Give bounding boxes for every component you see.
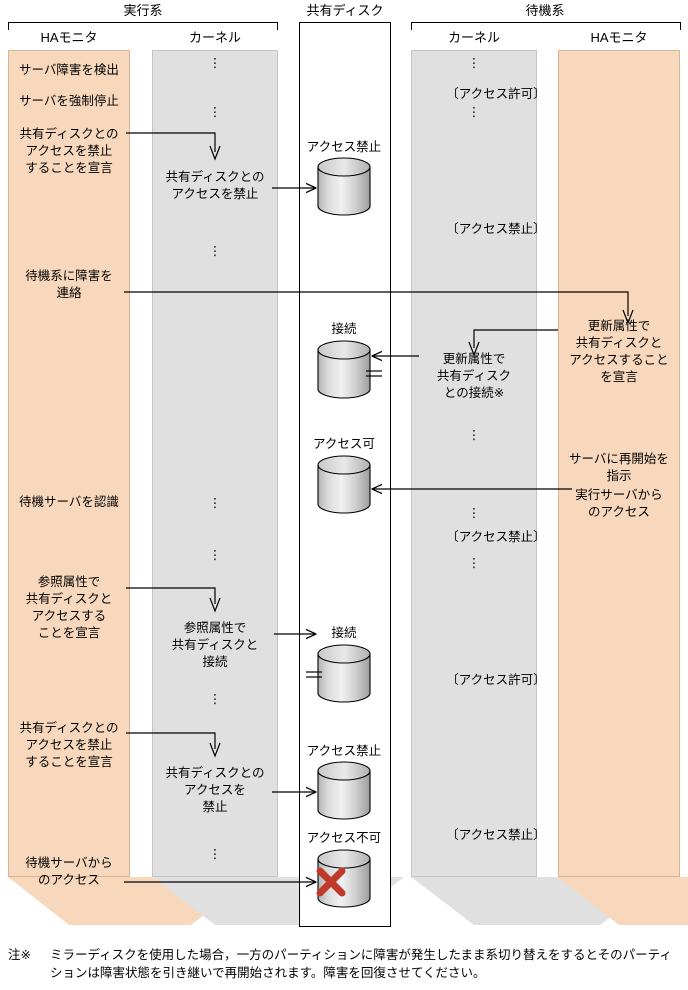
- footnote-text: ミラーディスクを使用した場合，一方のパーティションに障害が発生したまま系切り替え…: [50, 948, 672, 980]
- disk-label-access-forbidden-1: アクセス禁止: [306, 140, 382, 154]
- state-active-access-permitted-2: 〔アクセス許可〕: [446, 673, 546, 687]
- state-active-access-permitted-1: 〔アクセス許可〕: [446, 87, 546, 101]
- step-declare-update-attribute-access: 更新属性で 共有ディスクと アクセスすること を宣言: [569, 319, 669, 384]
- step-connect-reference-attribute: 参照属性で 共有ディスクと 接続: [171, 621, 259, 669]
- disk-label-access-ok: アクセス可: [313, 437, 375, 451]
- state-active-access-forbidden-2: 〔アクセス禁止〕: [446, 530, 546, 544]
- footnote-mark: 注※: [8, 948, 31, 962]
- state-active-access-forbidden-1: 〔アクセス禁止〕: [446, 222, 546, 236]
- lane-title-active-kernel: カーネル: [188, 30, 241, 45]
- disk-label-connected-2: 接続: [331, 626, 357, 640]
- step-declare-reference-attribute: 参照属性で 共有ディスクと アクセスする ことを宣言: [25, 575, 113, 640]
- step-access-from-active-server: 実行サーバから のアクセス: [575, 488, 663, 519]
- step-notify-standby-failure: 待機系に障害を 連絡: [25, 269, 113, 300]
- bracket-standby: [411, 22, 681, 30]
- state-standby-access-permitted-1: 〔アクセス許可〕: [411, 408, 688, 424]
- lane-title-standby-kernel: カーネル: [447, 30, 500, 45]
- lane-active-ha: [8, 50, 252, 925]
- step-connect-update-attribute: 更新属性で 共有ディスク との接続※: [436, 352, 512, 400]
- lane-standby-ha: [558, 50, 688, 925]
- step-detect-server-failure: サーバ障害を検出: [19, 63, 119, 77]
- group-title-active: 実行系: [123, 3, 163, 18]
- footnote: 注※ ミラーディスクを使用した場合，一方のパーティションに障害が発生したまま系切…: [8, 946, 680, 986]
- state-standby-access-permitted-2: 〔アクセス許可〕: [411, 536, 688, 552]
- disk-label-access-unavailable: アクセス不可: [306, 831, 382, 845]
- shared-disk-column: [299, 22, 391, 927]
- step-declare-forbid-access-2: 共有ディスクとの アクセスを禁止 することを宣言: [19, 721, 119, 769]
- bracket-active: [8, 22, 278, 30]
- step-recognize-standby-server: 待機サーバを認識: [19, 495, 119, 509]
- step-instruct-server-restart: サーバに再開始を 指示: [569, 452, 669, 483]
- group-title-standby: 待機系: [525, 3, 565, 18]
- lane-title-active-ha: HAモニタ: [40, 30, 98, 45]
- state-active-access-forbidden-3: 〔アクセス禁止〕: [446, 828, 546, 842]
- disk-label-access-forbidden-2: アクセス禁止: [306, 744, 382, 758]
- step-access-from-standby-server: 待機サーバから のアクセス: [25, 856, 113, 887]
- state-standby-access-forbidden-1: 〔アクセス禁止〕: [411, 86, 688, 102]
- step-force-stop-server: サーバを強制停止: [19, 94, 119, 108]
- step-declare-forbid-access: 共有ディスクとの アクセスを禁止 することを宣言: [19, 127, 119, 175]
- lane-title-standby-ha: HAモニタ: [590, 30, 648, 45]
- disk-label-connected-1: 接続: [331, 322, 357, 336]
- step-forbid-shared-disk-access: 共有ディスクとの アクセスを禁止: [165, 170, 265, 201]
- step-forbid-shared-disk-access-2: 共有ディスクとの アクセスを 禁止: [165, 766, 265, 814]
- lane-standby-kernel: [411, 50, 663, 925]
- group-title-shared-disk: 共有ディスク: [306, 3, 384, 18]
